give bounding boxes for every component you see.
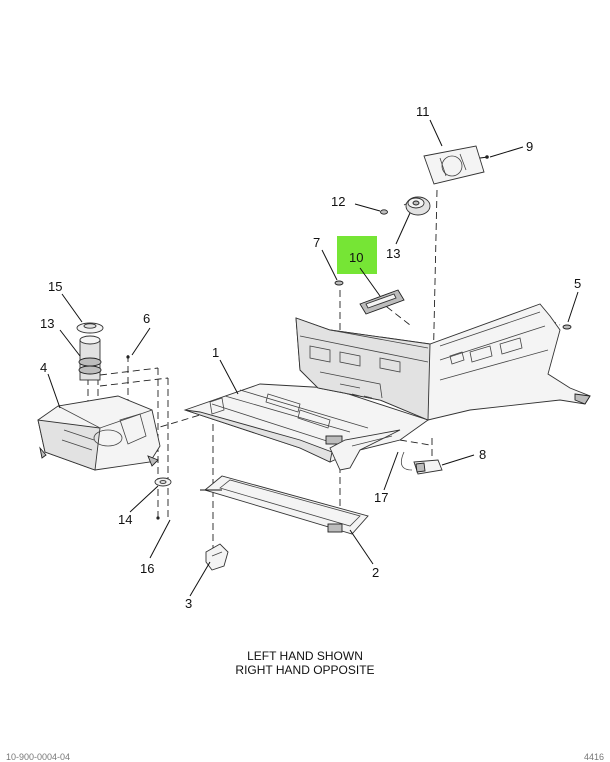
callout-11: 11 <box>416 104 430 119</box>
cap-part-15 <box>76 322 104 334</box>
grommet-part-14 <box>154 477 172 487</box>
caption-line-2: RIGHT HAND OPPOSITE <box>235 663 375 677</box>
callout-6: 6 <box>143 311 150 326</box>
callout-17: 17 <box>374 490 388 505</box>
callout-16: 16 <box>140 561 154 576</box>
footer-left: 10-900-0004-04 <box>6 752 71 762</box>
bracket-part-11 <box>423 145 485 185</box>
callout-7: 7 <box>313 235 320 250</box>
callout-4: 4 <box>40 360 47 375</box>
filler-neck-part-13-left <box>78 335 102 381</box>
callout-10: 10 <box>349 250 363 265</box>
callout-1: 1 <box>212 345 219 360</box>
fastener-part-16 <box>156 516 160 520</box>
callout-8: 8 <box>479 447 486 462</box>
nut-part-12 <box>380 209 388 215</box>
fastener-part-5 <box>562 324 572 330</box>
side-panel <box>295 303 591 421</box>
fastener-part-6 <box>126 355 130 359</box>
callout-14: 14 <box>118 512 132 527</box>
floor-cover-part-2 <box>200 475 369 535</box>
callout-3: 3 <box>185 596 192 611</box>
callout-labels: 11 9 12 13 7 10 5 1 6 15 13 4 14 16 3 2 … <box>40 104 581 611</box>
highlight-box[interactable] <box>337 236 377 274</box>
callout-2: 2 <box>372 565 379 580</box>
storage-tub-part-4 <box>37 395 161 471</box>
leader-lines <box>47 119 579 597</box>
callout-9: 9 <box>526 139 533 154</box>
callout-12: 12 <box>331 194 345 209</box>
fastener-part-7 <box>334 280 344 286</box>
callout-5: 5 <box>574 276 581 291</box>
caption-line-1: LEFT HAND SHOWN <box>247 649 363 663</box>
callout-15: 15 <box>48 279 62 294</box>
callout-13-upper: 13 <box>386 246 400 261</box>
screw-part-9 <box>479 155 489 159</box>
footer-right: 4416 <box>583 752 604 762</box>
clip-part-3 <box>205 543 229 571</box>
handle-part-10 <box>359 289 405 315</box>
callout-13-left: 13 <box>40 316 54 331</box>
connector-part-8 <box>400 451 443 475</box>
lower-trim <box>329 429 401 471</box>
fitting-part-13-upper <box>405 196 431 216</box>
